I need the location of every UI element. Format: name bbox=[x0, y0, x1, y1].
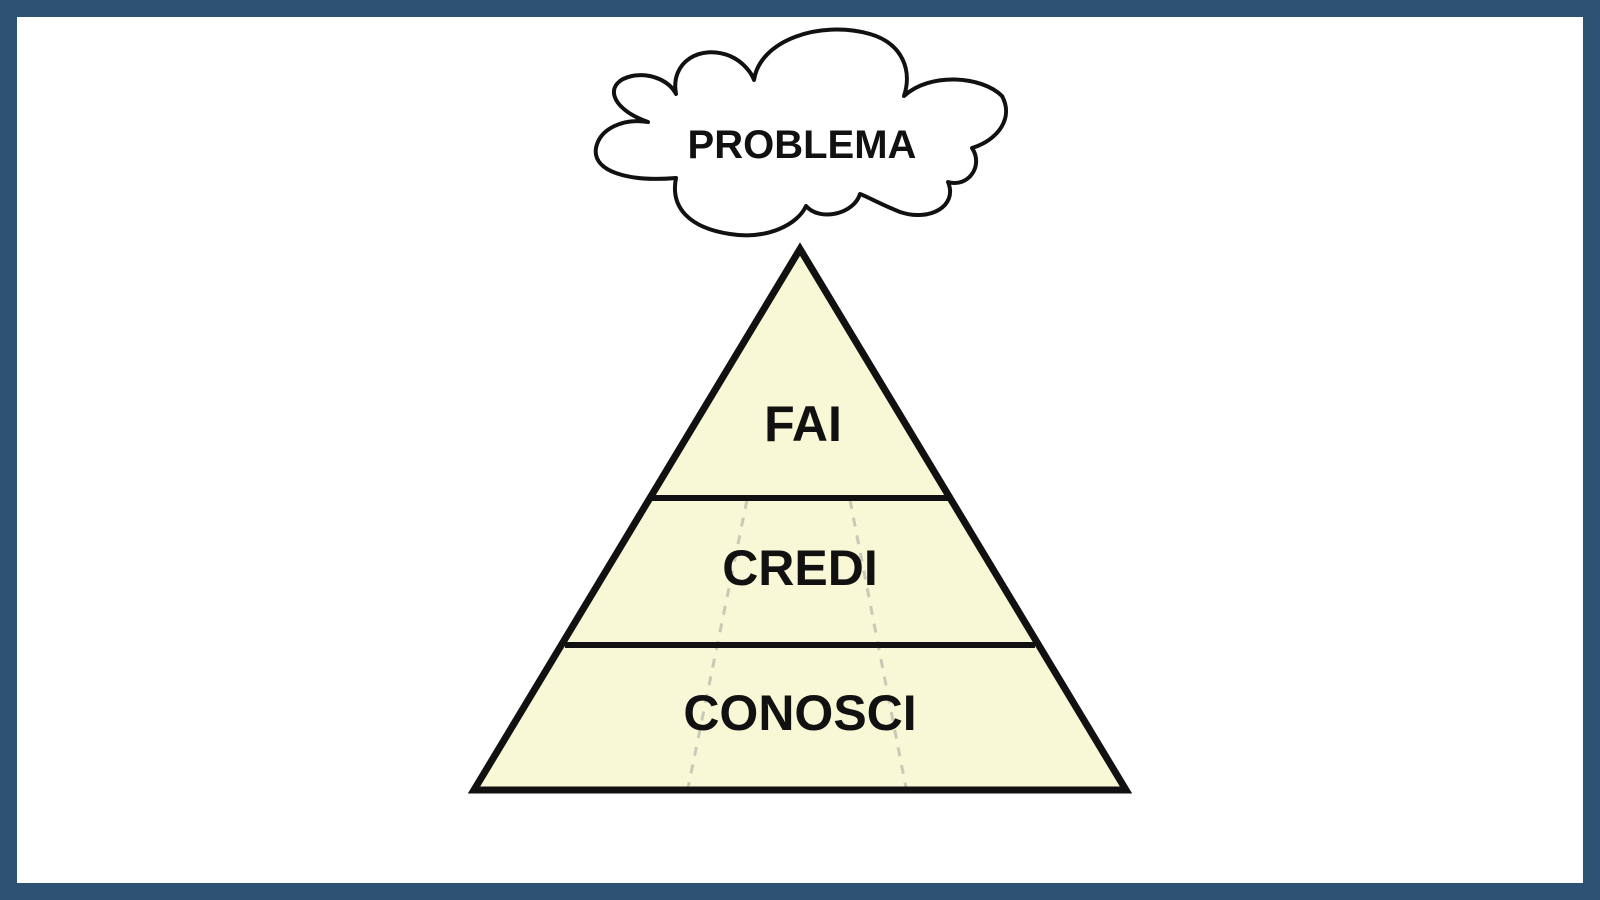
level-label-bottom: CONOSCI bbox=[683, 685, 916, 741]
pyramid-outline bbox=[467, 242, 1133, 794]
cloud-label: PROBLEMA bbox=[688, 123, 917, 167]
level-label-middle: CREDI bbox=[722, 540, 878, 596]
pyramid-body bbox=[474, 249, 1126, 790]
cloud-shape bbox=[593, 27, 1009, 238]
pyramid: FAI CREDI CONOSCI bbox=[467, 242, 1133, 794]
level-label-top: FAI bbox=[764, 396, 842, 452]
problem-cloud: PROBLEMA bbox=[593, 27, 1009, 238]
